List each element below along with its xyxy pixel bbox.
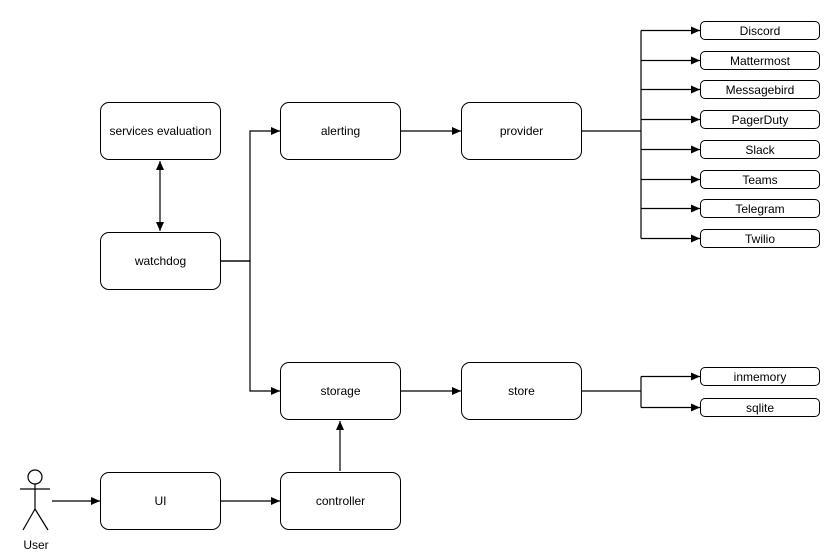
node-provider-telegram: Telegram bbox=[700, 199, 820, 218]
edge-watchdog-storage bbox=[221, 260, 280, 395]
node-store: store bbox=[461, 362, 582, 420]
user-actor-icon bbox=[20, 469, 50, 531]
node-provider-mattermost: Mattermost bbox=[700, 51, 820, 70]
edge-watchdog-alerting bbox=[221, 127, 280, 262]
actor-right-leg bbox=[34, 508, 49, 531]
node-watchdog: watchdog bbox=[100, 232, 221, 290]
user-actor-label: User bbox=[23, 538, 49, 552]
node-controller: controller bbox=[280, 472, 401, 530]
actor-left-leg bbox=[22, 508, 36, 531]
node-ui: UI bbox=[100, 472, 221, 530]
node-provider-pagerduty: PagerDuty bbox=[700, 110, 820, 129]
node-provider: provider bbox=[461, 102, 582, 160]
node-storage: storage bbox=[280, 362, 401, 420]
node-store-sqlite: sqlite bbox=[700, 398, 820, 417]
node-services-evaluation: services evaluation bbox=[100, 102, 221, 160]
node-provider-discord: Discord bbox=[700, 21, 820, 40]
node-store-inmemory: inmemory bbox=[700, 367, 820, 386]
node-provider-slack: Slack bbox=[700, 140, 820, 159]
node-provider-messagebird: Messagebird bbox=[700, 80, 820, 99]
node-alerting: alerting bbox=[280, 102, 401, 160]
actor-head bbox=[27, 469, 43, 485]
node-provider-teams: Teams bbox=[700, 170, 820, 189]
node-provider-twilio: Twilio bbox=[700, 229, 820, 248]
